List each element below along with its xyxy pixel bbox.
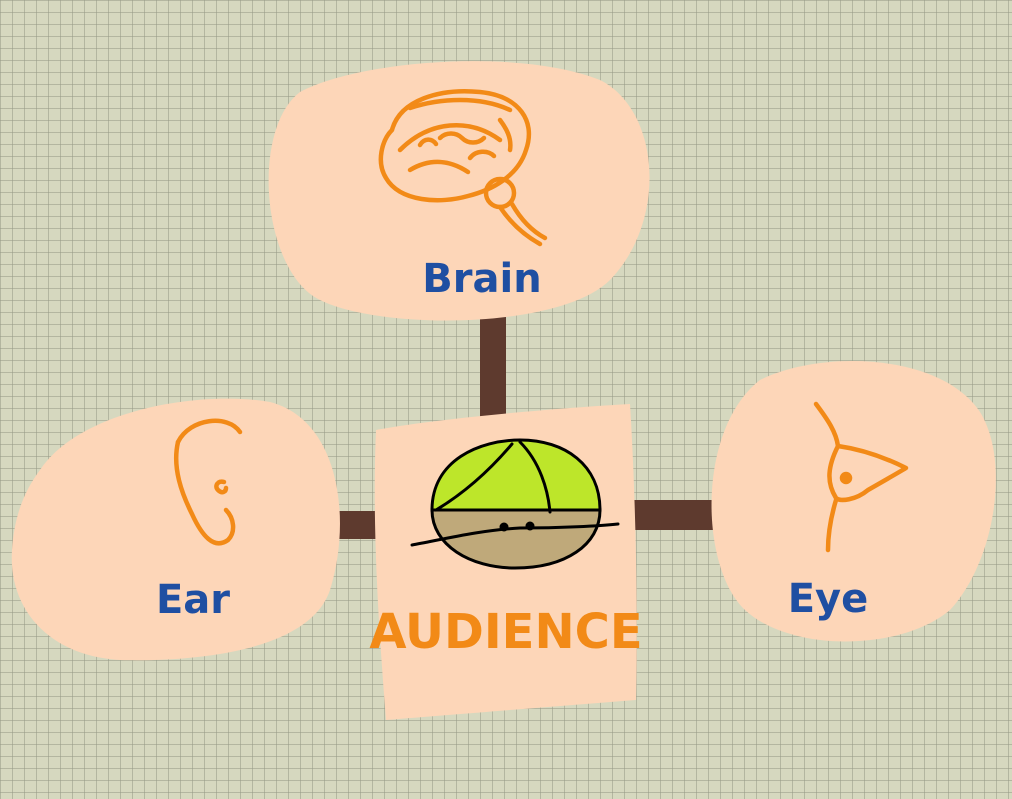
brain-blob: [268, 61, 650, 321]
eye-icon: [813, 401, 909, 553]
audience-label: AUDIENCE: [369, 604, 642, 660]
ear-blob: [11, 398, 340, 661]
eye-label: Eye: [788, 576, 869, 622]
node-brain: Brain: [268, 61, 650, 321]
hair: [430, 438, 602, 512]
hair-part: [434, 440, 552, 514]
connector-eye: [620, 500, 715, 530]
node-eye: Eye: [711, 361, 996, 642]
brain-icon: [378, 89, 548, 247]
chin-line: [410, 522, 620, 547]
node-ear: Ear: [11, 398, 340, 661]
brain-label: Brain: [422, 256, 541, 302]
eye-blob: [711, 361, 996, 642]
ear-icon: [173, 418, 243, 546]
right-eye: [525, 521, 535, 531]
node-audience: AUDIENCE: [369, 404, 643, 720]
left-eye: [499, 522, 509, 532]
ear-label: Ear: [156, 577, 230, 623]
connector-brain: [480, 300, 506, 425]
audience-face-icon: [410, 438, 620, 570]
